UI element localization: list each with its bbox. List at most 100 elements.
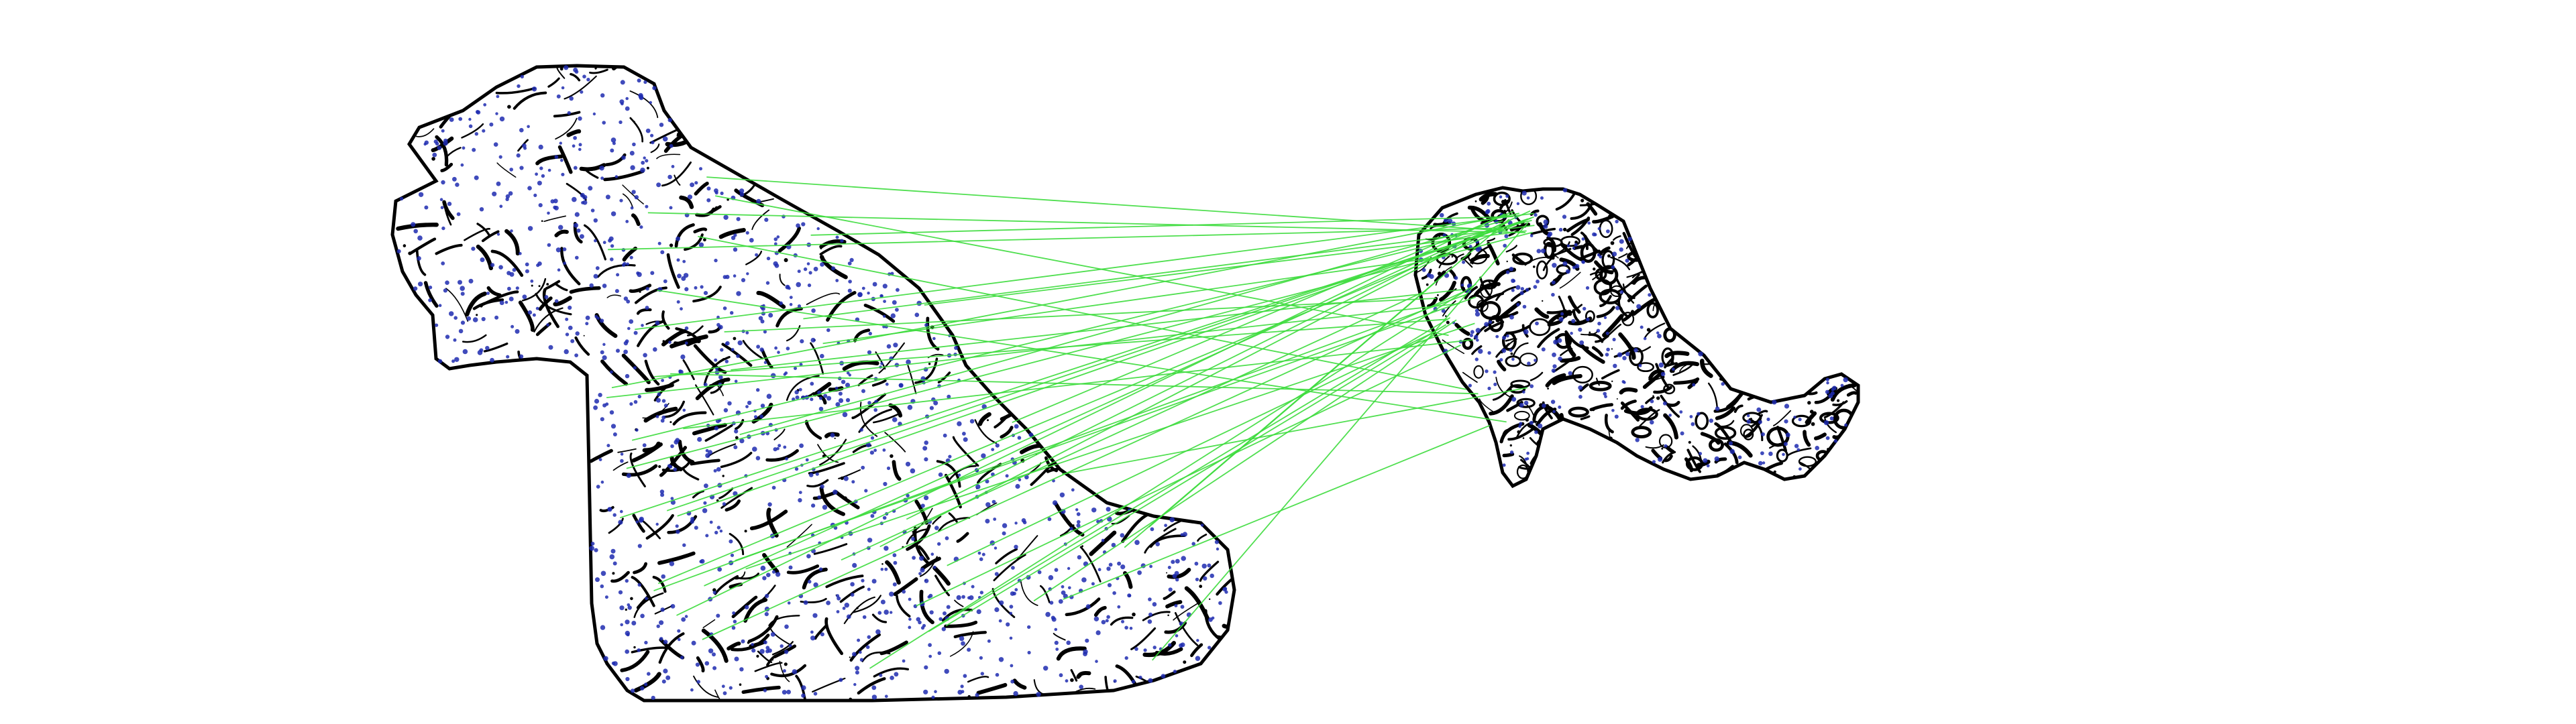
left-shape-keypoint xyxy=(1076,512,1081,516)
right-shape-keypoint xyxy=(1615,306,1620,310)
left-shape-keypoint xyxy=(675,524,679,528)
left-shape-texture-stroke xyxy=(974,419,997,444)
left-shape-keypoint xyxy=(995,672,1000,677)
right-shape-keypoint xyxy=(1592,232,1597,237)
right-shape-keypoint xyxy=(1599,255,1603,259)
right-shape-keypoint xyxy=(1552,263,1557,268)
left-shape-keypoint xyxy=(714,188,718,193)
left-shape-keypoint xyxy=(795,395,800,400)
left-shape-keypoint xyxy=(1200,524,1204,527)
left-shape-texture-dot xyxy=(856,607,859,609)
left-shape-keypoint xyxy=(1061,585,1065,589)
right-shape-texture-stroke xyxy=(1632,298,1657,316)
right-shape-keypoint xyxy=(1509,349,1513,352)
right-shape-keypoint xyxy=(1557,338,1562,343)
match-line xyxy=(702,291,1464,640)
left-shape-keypoint xyxy=(641,324,644,327)
left-shape-keypoint xyxy=(661,679,666,684)
right-shape-texture-stroke xyxy=(1512,342,1529,357)
left-shape-keypoint xyxy=(708,648,714,654)
right-shape-rosette xyxy=(1708,438,1724,452)
left-shape-keypoint xyxy=(663,279,667,284)
left-shape-keypoint xyxy=(519,166,524,170)
left-shape-keypoint xyxy=(971,585,975,589)
left-shape-keypoint xyxy=(655,320,660,326)
right-shape-keypoint xyxy=(1578,327,1582,332)
left-shape-keypoint xyxy=(932,565,936,569)
left-shape-keypoint xyxy=(961,690,965,694)
left-shape-keypoint xyxy=(756,198,761,204)
left-shape-texture-stroke xyxy=(724,499,741,512)
right-shape-texture-stroke xyxy=(1478,292,1504,306)
left-shape-keypoint xyxy=(872,282,877,287)
left-shape-keypoint xyxy=(720,191,724,195)
left-shape-keypoint xyxy=(855,670,859,675)
right-shape-keypoint xyxy=(1825,389,1830,394)
left-shape-keypoint xyxy=(905,461,911,467)
right-shape-rosette xyxy=(1512,252,1534,265)
left-shape-keypoint xyxy=(1067,566,1071,570)
left-shape-keypoint xyxy=(645,287,649,291)
right-shape-keypoint xyxy=(1679,410,1683,414)
left-shape-keypoint xyxy=(817,495,821,499)
left-shape-keypoint xyxy=(486,292,490,295)
left-shape-keypoint xyxy=(626,262,629,266)
left-shape-texture-stroke xyxy=(687,325,704,337)
left-shape-keypoint xyxy=(637,648,641,652)
left-shape-keypoint xyxy=(766,256,771,261)
right-shape-keypoint xyxy=(1535,321,1539,326)
right-shape-texture-dot xyxy=(1811,422,1815,426)
left-shape-keypoint xyxy=(643,156,646,160)
right-shape-keypoint xyxy=(1478,349,1483,354)
left-shape-texture-stroke xyxy=(476,244,493,271)
left-shape-keypoint xyxy=(453,338,457,342)
right-shape-keypoint xyxy=(1476,339,1479,342)
match-line xyxy=(631,219,1532,441)
left-shape-keypoint xyxy=(776,235,780,239)
right-shape-keypoint xyxy=(1617,352,1623,357)
left-shape-keypoint xyxy=(460,163,464,167)
left-shape-keypoint xyxy=(734,656,739,662)
right-shape-rosette xyxy=(1536,260,1548,280)
left-shape-texture-stroke xyxy=(934,575,951,597)
left-shape-keypoint xyxy=(902,589,906,594)
left-shape-keypoint xyxy=(962,432,966,436)
left-shape-keypoint xyxy=(867,350,872,355)
match-line xyxy=(879,221,1509,548)
right-shape-texture-dot xyxy=(1501,200,1505,204)
left-shape-keypoint xyxy=(1148,612,1152,617)
left-shape-texture-stroke xyxy=(1190,643,1203,658)
left-shape-texture-stroke xyxy=(766,507,779,538)
right-shape-texture-stroke xyxy=(1622,310,1635,322)
left-shape-keypoint xyxy=(604,595,608,599)
left-shape-texture-stroke xyxy=(918,545,930,560)
left-shape-texture-stroke xyxy=(1173,601,1201,621)
match-line xyxy=(1033,319,1457,602)
right-shape-rosette xyxy=(1742,412,1762,424)
right-shape-rosette xyxy=(1580,242,1597,263)
left-shape-keypoint xyxy=(477,350,483,355)
right-shape-keypoint xyxy=(1729,448,1735,455)
left-shape-keypoint xyxy=(642,443,647,448)
left-shape-keypoint xyxy=(512,267,517,272)
right-shape-keypoint xyxy=(1421,267,1426,272)
left-shape-texture-stroke xyxy=(775,307,803,328)
left-shape-texture-stroke xyxy=(884,432,906,452)
right-shape-rosette xyxy=(1595,267,1607,281)
left-shape-texture-stroke xyxy=(629,90,659,119)
left-shape-keypoint xyxy=(875,629,881,635)
left-shape-keypoint xyxy=(736,291,741,296)
left-shape-keypoint xyxy=(555,247,561,253)
left-shape-keypoint xyxy=(712,652,716,657)
right-shape-keypoint xyxy=(1815,446,1819,450)
left-shape-keypoint xyxy=(669,206,673,210)
left-shape-texture-stroke xyxy=(476,223,490,237)
left-shape-keypoint xyxy=(589,546,594,551)
left-shape-texture-dot xyxy=(669,421,672,424)
right-shape-keypoint xyxy=(1758,420,1762,424)
left-shape-keypoint xyxy=(981,552,985,556)
right-shape-texture-stroke xyxy=(1435,266,1452,286)
left-shape-keypoint xyxy=(602,355,607,361)
left-shape-texture-stroke xyxy=(553,111,581,118)
left-shape-keypoint xyxy=(714,426,718,431)
